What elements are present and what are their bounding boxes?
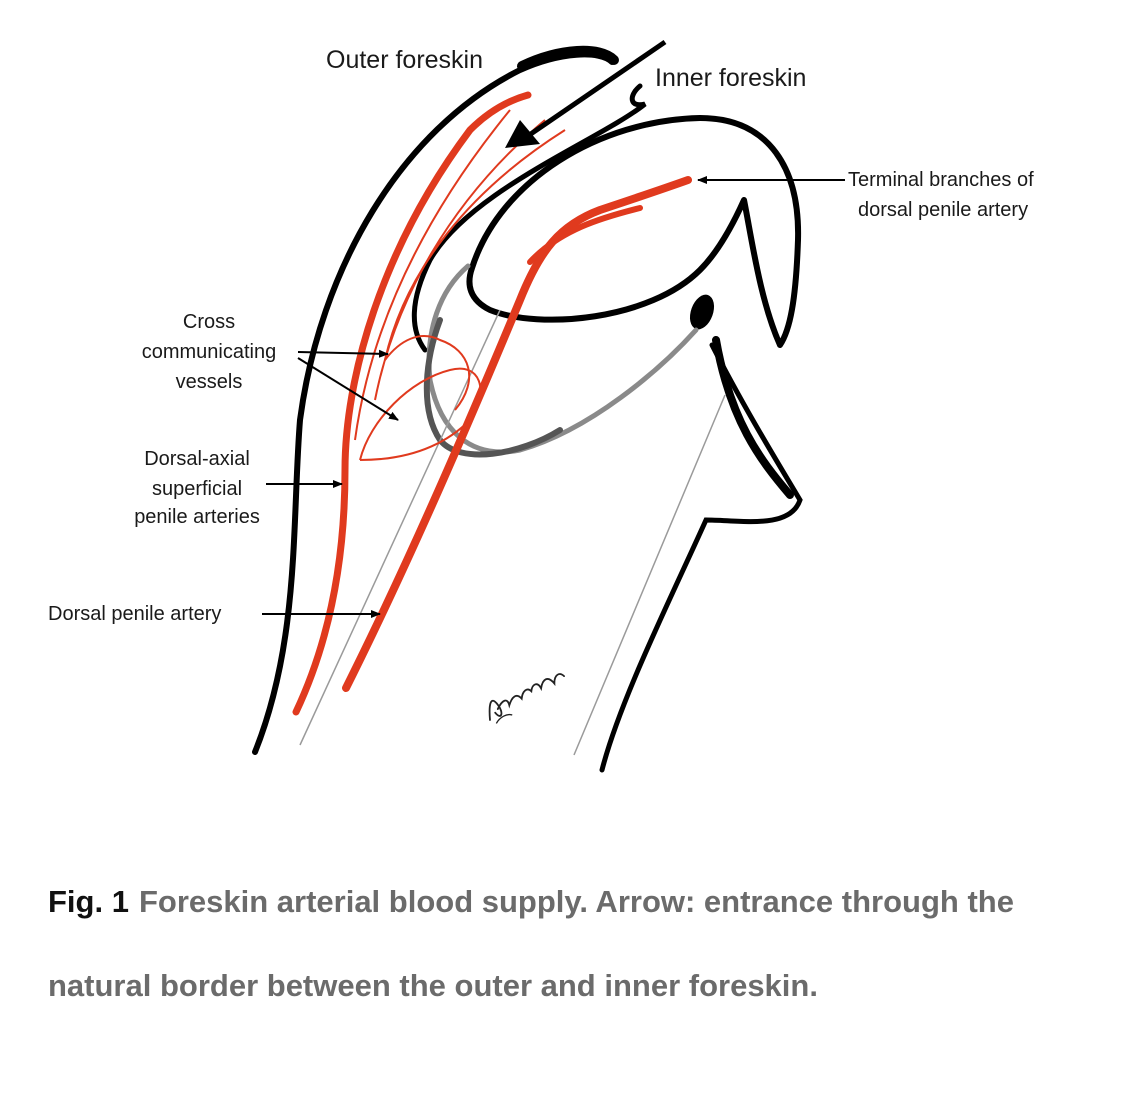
label-dorsal-axial-3: penile arteries: [134, 506, 260, 528]
label-terminal-branches-1: Terminal branches of: [848, 169, 1034, 191]
cross-vessels-pointer-1: [297, 349, 389, 358]
guide-line-left: [299, 309, 501, 746]
label-cross-2: communicating: [142, 341, 277, 363]
dorsal-axial-artery: [292, 91, 532, 716]
outer-foreskin-fold: [517, 45, 619, 71]
label-dorsal-penile-artery: Dorsal penile artery: [48, 603, 221, 625]
label-inner-foreskin: Inner foreskin: [655, 64, 806, 92]
label-cross-1: Cross: [183, 311, 235, 333]
dorsal-penile-artery: [342, 176, 692, 692]
figure-number: Fig. 1: [48, 884, 129, 919]
glans-outline: [466, 115, 802, 348]
label-outer-foreskin: Outer foreskin: [326, 46, 483, 74]
meatus: [689, 294, 715, 330]
entrance-arrow-head: [505, 120, 540, 148]
caption-text: Foreskin arterial blood supply. Arrow: e…: [48, 884, 1014, 1003]
label-dorsal-axial-2: superficial: [152, 478, 242, 500]
guide-line-right: [573, 394, 726, 756]
cross-vessels-pointer-2: [297, 357, 399, 421]
corona-shadow-1: [426, 263, 699, 455]
corona-shadow-2: [423, 317, 563, 458]
anatomical-illustration: Outer foreskin Inner foreskin Terminal b…: [48, 39, 1034, 773]
label-dorsal-axial-1: Dorsal-axial: [144, 448, 250, 470]
thin-vessel-3: [384, 129, 566, 361]
terminal-branch: [527, 205, 643, 265]
shaft-right-fold: [712, 336, 794, 499]
thin-vessel-1: [354, 109, 511, 441]
entrance-arrow: [520, 39, 667, 143]
inner-foreskin-fold: [411, 83, 647, 353]
cross-vessel-loop-2: [359, 367, 482, 461]
artist-signature: [488, 673, 565, 724]
shaft-right-contour: [599, 342, 803, 773]
label-terminal-branches-2: dorsal penile artery: [858, 199, 1028, 221]
cross-vessel-loop-1: [384, 335, 471, 411]
label-cross-3: vessels: [176, 371, 243, 393]
